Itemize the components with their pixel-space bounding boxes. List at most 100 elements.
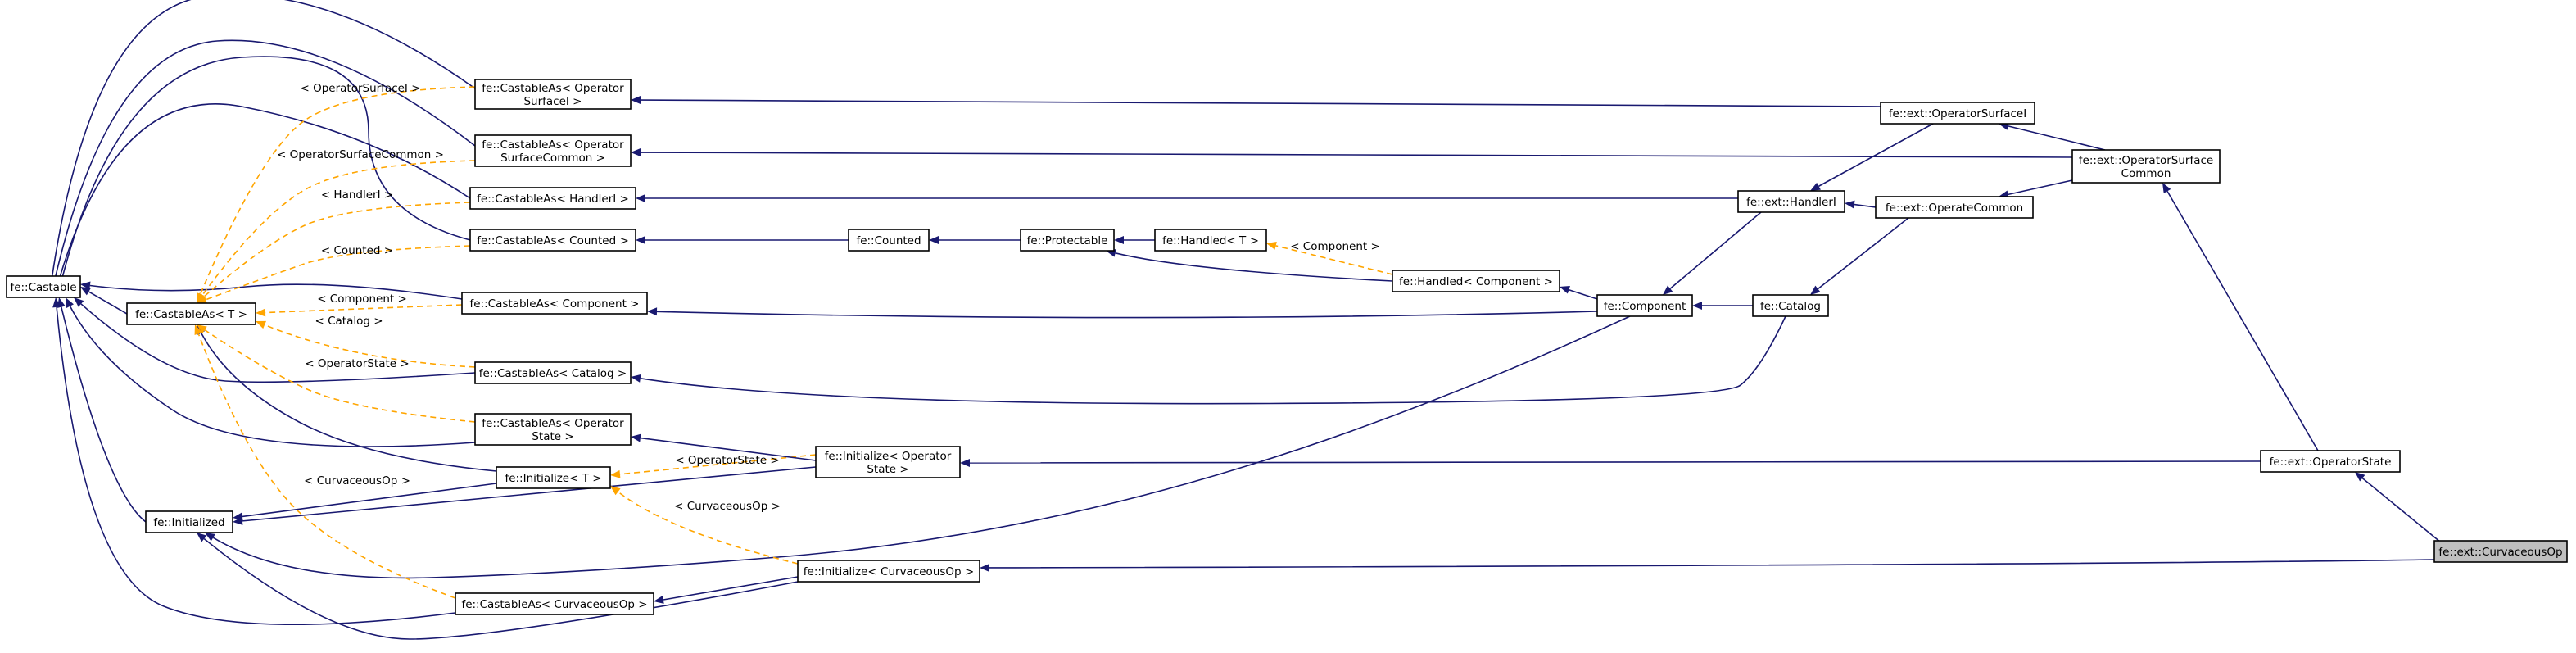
edge-initT-to-initialized (233, 483, 497, 521)
class-box (1392, 270, 1560, 292)
class-box (1020, 229, 1115, 252)
class-node-component[interactable]: fe::Component (1596, 294, 1693, 317)
class-node-castableAsT[interactable]: fe::CastableAs< T > (126, 302, 256, 325)
edge-label: < OperatorSurfaceI > (300, 82, 420, 95)
class-name-line: fe::Handled< Component > (1399, 275, 1553, 288)
class-name-line: fe::Handled< T > (1162, 234, 1259, 247)
class-name-line: fe::Protectable (1027, 234, 1108, 247)
class-node-handlerI[interactable]: fe::ext::HandlerI (1737, 190, 1845, 213)
class-node-caHandlerI[interactable]: fe::CastableAs< HandlerI > (469, 187, 636, 210)
edge-caSurfaceCommon-to-castable (48, 39, 476, 297)
arrowhead (1114, 236, 1124, 244)
arrowhead (1692, 302, 1702, 310)
class-box (474, 79, 632, 110)
edge-operatorState-to-initOperatorState (960, 458, 2261, 467)
class-node-caCurvaceous[interactable]: fe::CastableAs< CurvaceousOp > (455, 592, 654, 615)
class-node-caSurfaceCommon[interactable]: fe::CastableAs< OperatorSurfaceCommon > (474, 134, 632, 167)
edge-surfaceI-to-caSurfaceI (631, 96, 1881, 107)
edge-catalog-to-component (1692, 302, 1753, 310)
edge-initCurvaceous-to-initialized (197, 533, 799, 640)
class-node-curvaceousOp[interactable]: fe::ext::CurvaceousOp (2433, 540, 2568, 563)
arrowhead (1560, 285, 1570, 294)
class-node-initT[interactable]: fe::Initialize< T > (496, 466, 611, 489)
class-name-line: fe::Counted (856, 234, 921, 247)
class-name-line: fe::CastableAs< CurvaceousOp > (461, 598, 647, 611)
class-box (145, 510, 233, 533)
class-name-line: fe::Catalog (1760, 300, 1821, 313)
class-node-counted[interactable]: fe::Counted (848, 229, 930, 252)
class-node-surfaceI[interactable]: fe::ext::OperatorSurfaceI (1880, 102, 2035, 125)
class-node-castable[interactable]: fe::Castable (6, 275, 81, 298)
class-node-operatorState[interactable]: fe::ext::OperatorState (2260, 450, 2401, 473)
class-node-initOperatorState[interactable]: fe::Initialize< OperatorState > (815, 446, 961, 478)
class-node-caSurfaceI[interactable]: fe::CastableAs< OperatorSurfaceI > (474, 79, 632, 110)
class-box (6, 275, 81, 298)
class-node-surfaceCommon[interactable]: fe::ext::OperatorSurfaceCommon (2071, 149, 2221, 184)
class-box (126, 302, 256, 325)
edge-component-to-initialized (205, 315, 1631, 579)
arrowhead (654, 596, 664, 604)
class-node-caCounted[interactable]: fe::CastableAs< Counted > (469, 229, 636, 252)
class-name-line: fe::CastableAs< Component > (470, 297, 640, 311)
class-name-line: fe::Initialize< CurvaceousOp > (804, 565, 974, 578)
class-node-catalog[interactable]: fe::Catalog (1752, 294, 1829, 317)
edge-label: < OperatorState > (675, 454, 779, 467)
edge-surfaceCommon-to-surfaceI (1999, 122, 2106, 151)
class-name-line: fe::Component (1604, 300, 1686, 313)
edge-layer: < OperatorSurfaceI >< OperatorSurfaceCom… (46, 0, 2442, 640)
class-node-initialized[interactable]: fe::Initialized (145, 510, 233, 533)
class-box (469, 187, 636, 210)
class-box (2260, 450, 2401, 473)
arrowhead (256, 320, 266, 329)
class-name-line: fe::Initialize< Operator (825, 450, 952, 463)
class-node-caComponent[interactable]: fe::CastableAs< Component > (461, 292, 648, 315)
class-node-caOperatorState[interactable]: fe::CastableAs< OperatorState > (474, 413, 632, 446)
edge-initialized-to-castable (57, 297, 147, 523)
class-name-line: fe::CastableAs< Catalog > (479, 367, 627, 380)
class-box (1154, 229, 1267, 252)
arrowhead (647, 307, 658, 316)
class-box (455, 592, 654, 615)
edge-operatorState-to-surfaceCommon (2162, 183, 2319, 451)
arrowhead (1845, 200, 1855, 209)
edge-initCurvaceous-to-caCurvaceous (654, 576, 799, 604)
arrowhead (2162, 183, 2171, 193)
class-name-line: fe::ext::HandlerI (1746, 196, 1836, 209)
arrowhead (2355, 472, 2365, 482)
class-box (848, 229, 930, 252)
edge-label: < Component > (1290, 240, 1380, 253)
class-name-line: fe::ext::OperatorSurfaceI (1889, 107, 2026, 120)
class-node-caCatalog[interactable]: fe::CastableAs< Catalog > (474, 361, 632, 384)
edge-castableAsT-to-castable (80, 287, 128, 315)
arrowhead (980, 563, 990, 572)
class-node-protectable[interactable]: fe::Protectable (1020, 229, 1115, 252)
class-box (1596, 294, 1693, 317)
class-box (474, 361, 632, 384)
edge-handlerI-to-component (1663, 211, 1762, 295)
class-name-line: fe::Initialize< T > (505, 472, 601, 485)
arrowhead (205, 533, 215, 542)
edge-curvaceousOp-to-operatorState (2355, 472, 2442, 543)
class-box (1880, 102, 2035, 125)
class-name-line: fe::ext::CurvaceousOp (2438, 546, 2562, 559)
class-box (797, 560, 980, 583)
class-node-initCurvaceous[interactable]: fe::Initialize< CurvaceousOp > (797, 560, 980, 583)
class-box (815, 446, 961, 478)
class-box (474, 134, 632, 167)
class-name-line: fe::CastableAs< HandlerI > (477, 193, 629, 206)
edge-caHandlerI-to-castable (52, 103, 471, 297)
edge-curvaceousOp-to-initCurvaceous (980, 559, 2435, 572)
class-node-operateCommon[interactable]: fe::ext::OperateCommon (1875, 196, 2034, 219)
arrowhead (1663, 285, 1673, 295)
class-node-handledComponent[interactable]: fe::Handled< Component > (1392, 270, 1560, 292)
edge-caCounted-to-castableAsT: < Counted > (197, 244, 471, 304)
edge-surfaceCommon-to-operateCommon (1999, 179, 2073, 199)
class-name-line: fe::ext::OperatorSurface (2079, 154, 2213, 167)
edge-caOperatorState-to-castableAsT: < OperatorState > (197, 324, 476, 423)
class-node-handledT[interactable]: fe::Handled< T > (1154, 229, 1267, 252)
class-box (496, 466, 611, 489)
edge-caCurvaceous-to-castable (52, 297, 456, 626)
arrowhead (197, 296, 207, 304)
edge-component-to-handledComponent (1560, 285, 1598, 300)
